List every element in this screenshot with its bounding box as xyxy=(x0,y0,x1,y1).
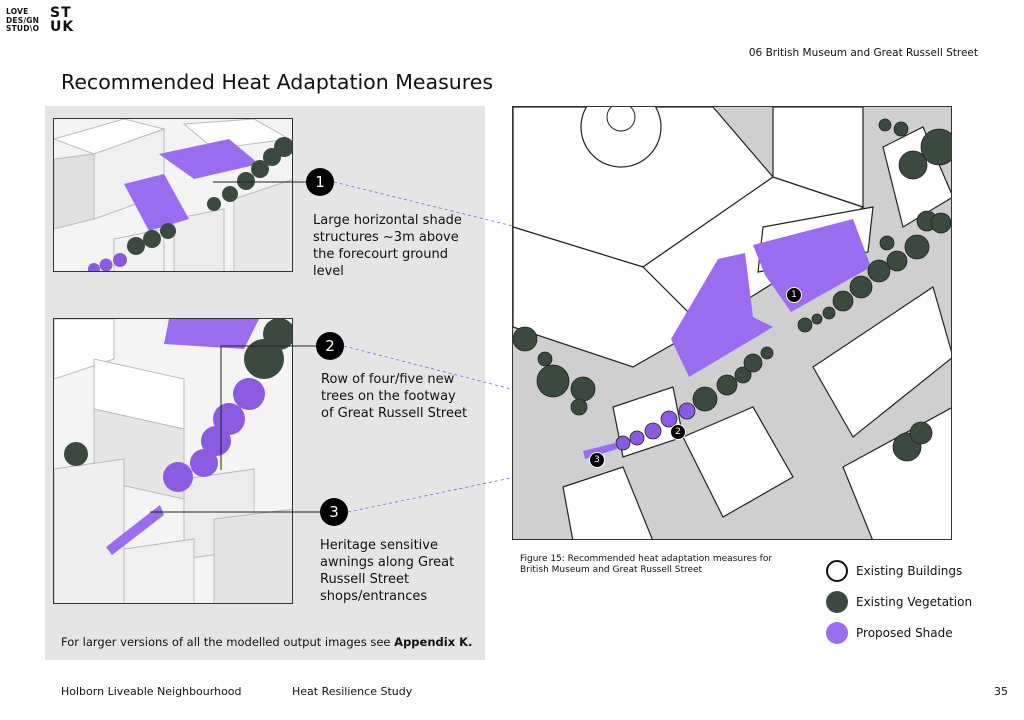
site-plan-illustration xyxy=(513,107,951,539)
shade-structure-illustration xyxy=(54,119,292,271)
measure-description-1: Large horizontal shade structures ~3m ab… xyxy=(313,213,462,279)
stuk-logo: ST UK xyxy=(50,6,74,34)
legend-item-existing-buildings: Existing Buildings xyxy=(826,560,962,582)
legend-label: Proposed Shade xyxy=(856,626,953,640)
legend-swatch-shade xyxy=(826,622,848,644)
logo-mark-line: ST xyxy=(50,5,72,21)
legend-label: Existing Vegetation xyxy=(856,595,973,609)
legend-item-proposed-shade: Proposed Shade xyxy=(826,622,953,644)
appendix-note-text: For larger versions of all the modelled … xyxy=(61,635,395,649)
logo-line: LOVE xyxy=(6,7,29,16)
shade-structure-render xyxy=(53,118,293,272)
logo-line: DES/GN xyxy=(6,15,40,25)
legend-item-existing-vegetation: Existing Vegetation xyxy=(826,591,972,613)
measure-marker-3: 3 xyxy=(320,498,348,526)
logo-line: STUD\O xyxy=(6,24,40,33)
trees-awnings-illustration xyxy=(54,319,292,603)
footer-project-name: Holborn Liveable Neighbourhood xyxy=(61,685,242,698)
section-label: 06 British Museum and Great Russell Stre… xyxy=(748,47,978,59)
appendix-reference: Appendix K. xyxy=(394,635,473,649)
page-number: 35 xyxy=(994,685,1008,698)
figure-caption: Figure 15: Recommended heat adaptation m… xyxy=(520,554,773,575)
map-marker-1: 1 xyxy=(786,287,802,303)
measure-marker-1: 1 xyxy=(306,168,334,196)
measure-description-3: Heritage sensitive awnings along Great R… xyxy=(320,538,455,604)
legend-swatch-buildings xyxy=(826,560,848,582)
measure-marker-2: 2 xyxy=(316,332,344,360)
legend-label: Existing Buildings xyxy=(856,564,963,578)
trees-awnings-render xyxy=(53,318,293,604)
footer-document-name: Heat Resilience Study xyxy=(292,685,413,698)
page-title: Recommended Heat Adaptation Measures xyxy=(61,70,494,94)
measure-description-2: Row of four/five new trees on the footwa… xyxy=(321,372,468,421)
appendix-note: For larger versions of all the modelled … xyxy=(61,635,472,649)
site-plan-map xyxy=(512,106,952,540)
map-marker-3: 3 xyxy=(589,452,605,468)
love-design-studio-logo: LOVE DES/GN STUD\O xyxy=(6,7,40,34)
legend-swatch-vegetation xyxy=(826,591,848,613)
logo-mark-line: UK xyxy=(50,19,75,35)
map-marker-2: 2 xyxy=(670,424,686,440)
